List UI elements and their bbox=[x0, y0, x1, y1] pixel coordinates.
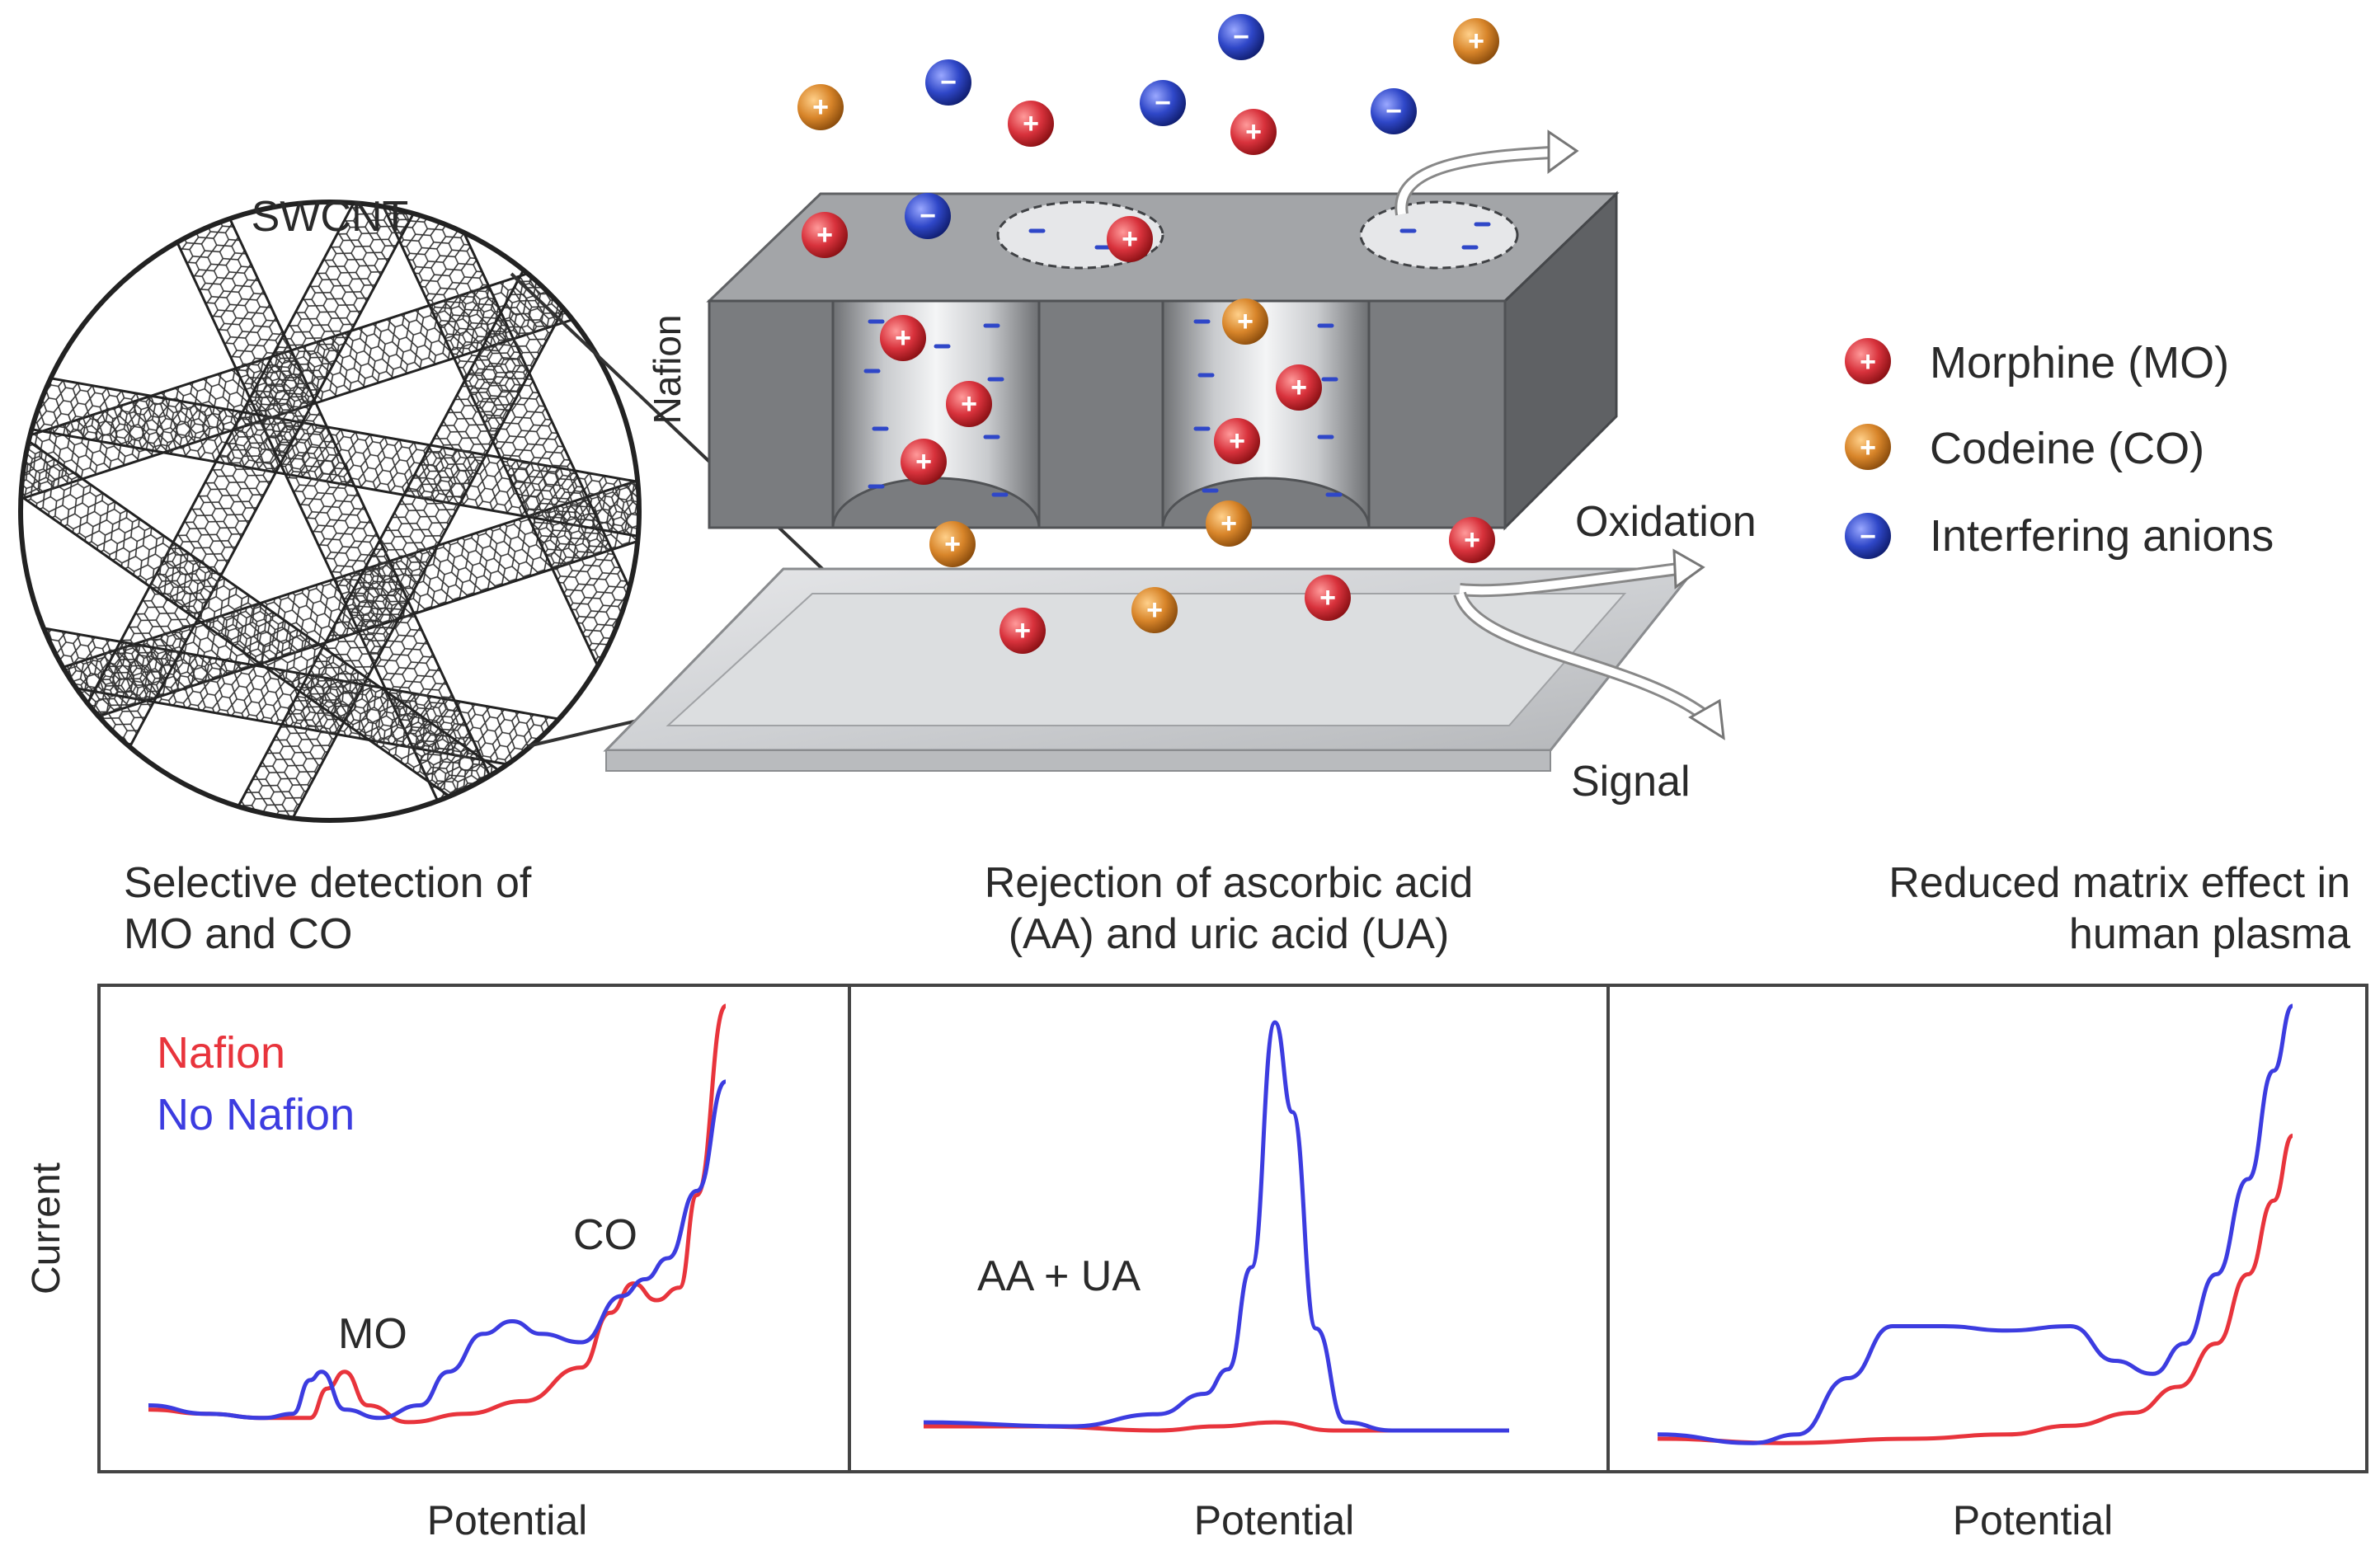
anion-molecule: − bbox=[1371, 88, 1417, 134]
legend: + Morphine (MO) + Codeine (CO) − Interfe… bbox=[1845, 338, 2274, 561]
annotation-mo: MO bbox=[338, 1310, 407, 1358]
plot-frame-3 bbox=[1606, 984, 2368, 1473]
svg-text:−: − bbox=[1233, 21, 1249, 53]
morphine-molecule: + bbox=[1000, 608, 1046, 654]
anion-molecule: − bbox=[1140, 80, 1186, 126]
ions-layer: + − + − − + − + + − + + + + + + + + + + + + + bbox=[797, 14, 1499, 654]
anion-molecule: − bbox=[925, 59, 971, 106]
plot-title-1-line-2: MO and CO bbox=[124, 910, 353, 958]
svg-text:+: + bbox=[1291, 372, 1307, 403]
legend-label-morphine: Morphine (MO) bbox=[1930, 338, 2229, 388]
morphine-molecule: + bbox=[946, 381, 992, 427]
plot-title-2-line-2: (AA) and uric acid (UA) bbox=[1008, 910, 1450, 958]
morphine-molecule: + bbox=[1305, 575, 1351, 621]
morphine-molecule: + bbox=[1008, 101, 1054, 147]
plot-title-3: Reduced matrix effect in human plasma bbox=[1616, 857, 2350, 960]
anion-molecule: − bbox=[905, 193, 951, 239]
legend-no-nafion: No Nafion bbox=[157, 1090, 355, 1139]
plot-title-2-line-1: Rejection of ascorbic acid bbox=[984, 859, 1474, 907]
process-arrows bbox=[1395, 129, 1725, 740]
svg-text:+: + bbox=[1319, 582, 1336, 613]
plot-1-series-2-line bbox=[148, 1079, 727, 1421]
plot-title-3-line-1: Reduced matrix effect in bbox=[1888, 859, 2350, 907]
svg-text:−: − bbox=[920, 200, 936, 232]
svg-text:−: − bbox=[1155, 87, 1171, 119]
plot-2-series-2-line bbox=[923, 1020, 1509, 1433]
codeine-molecule: + bbox=[1222, 298, 1268, 345]
plot-3-series-2-line bbox=[1657, 1003, 2294, 1445]
anion-molecule: − bbox=[1218, 14, 1264, 60]
plots-frame bbox=[97, 984, 2368, 1473]
svg-text:+: + bbox=[915, 446, 932, 477]
legend-symbol: − bbox=[1860, 521, 1876, 552]
svg-text:+: + bbox=[961, 388, 977, 420]
svg-text:+: + bbox=[1245, 116, 1262, 148]
plot-2-curves bbox=[923, 1020, 1509, 1433]
plot-frame-2 bbox=[848, 984, 1610, 1473]
svg-text:+: + bbox=[1221, 508, 1237, 539]
morphine-molecule: + bbox=[1107, 216, 1153, 262]
y-axis-label: Current bbox=[25, 1163, 68, 1294]
svg-text:+: + bbox=[1146, 594, 1163, 626]
annotation-co: CO bbox=[573, 1211, 637, 1259]
svg-text:+: + bbox=[895, 322, 911, 354]
morphine-molecule: + bbox=[1276, 364, 1322, 411]
morphine-molecule: + bbox=[1214, 418, 1260, 464]
svg-text:+: + bbox=[1464, 524, 1480, 556]
svg-text:−: − bbox=[1385, 96, 1402, 127]
legend-item-morphine: + Morphine (MO) bbox=[1845, 338, 2229, 388]
codeine-molecule: + bbox=[1131, 587, 1178, 633]
plot-1-curves bbox=[148, 1003, 728, 1425]
svg-text:+: + bbox=[1014, 615, 1031, 646]
plot-title-3-line-2: human plasma bbox=[2068, 910, 2350, 958]
svg-text:+: + bbox=[1122, 223, 1138, 255]
plots-layer bbox=[148, 1003, 2294, 1445]
plot-frame-1 bbox=[97, 984, 851, 1473]
nafion-label: Nafion bbox=[646, 315, 689, 425]
codeine-molecule: + bbox=[1453, 18, 1499, 64]
legend-symbol: + bbox=[1860, 432, 1876, 463]
svg-text:+: + bbox=[1023, 108, 1039, 139]
legend-label-anions: Interfering anions bbox=[1930, 511, 2274, 561]
legend-symbol: + bbox=[1860, 346, 1876, 378]
electrode-plate bbox=[603, 567, 1698, 772]
plot-1-series-1-line bbox=[148, 1003, 728, 1425]
morphine-molecule: + bbox=[802, 212, 848, 258]
legend-item-anions: − Interfering anions bbox=[1845, 511, 2274, 561]
plot-title-1: Selective detection of MO and CO bbox=[124, 857, 783, 960]
morphine-molecule: + bbox=[880, 315, 926, 361]
codeine-molecule: + bbox=[1206, 500, 1252, 547]
svg-text:+: + bbox=[1229, 425, 1245, 457]
morphine-molecule: + bbox=[1449, 517, 1495, 563]
plot-title-1-line-1: Selective detection of bbox=[124, 859, 532, 907]
legend-nafion: Nafion bbox=[157, 1028, 285, 1078]
swcnt-magnified-view: SWCNT bbox=[18, 193, 891, 823]
svg-text:+: + bbox=[816, 219, 833, 251]
legend-label-codeine: Codeine (CO) bbox=[1930, 424, 2204, 473]
codeine-molecule: + bbox=[929, 521, 976, 567]
plot-3-curves bbox=[1657, 1003, 2294, 1445]
morphine-molecule: + bbox=[901, 439, 947, 485]
x-axis-label-3: Potential bbox=[1952, 1497, 2114, 1543]
svg-text:−: − bbox=[940, 67, 957, 98]
legend-item-codeine: + Codeine (CO) bbox=[1845, 424, 2204, 473]
x-axis-label-1: Potential bbox=[426, 1497, 588, 1543]
morphine-molecule: + bbox=[1230, 109, 1277, 155]
svg-text:+: + bbox=[1468, 26, 1484, 57]
svg-text:+: + bbox=[812, 92, 829, 123]
x-axis-label-2: Potential bbox=[1193, 1497, 1355, 1543]
swcnt-label: SWCNT bbox=[252, 193, 409, 241]
plot-title-2: Rejection of ascorbic acid (AA) and uric… bbox=[858, 857, 1600, 960]
codeine-molecule: + bbox=[797, 84, 844, 130]
oxidation-label: Oxidation bbox=[1575, 498, 1757, 546]
plot-3-series-1-line bbox=[1657, 1134, 2294, 1445]
svg-text:+: + bbox=[944, 529, 961, 560]
signal-label: Signal bbox=[1571, 758, 1691, 806]
annotation-aa-ua: AA + UA bbox=[977, 1252, 1141, 1300]
svg-text:+: + bbox=[1237, 306, 1253, 337]
